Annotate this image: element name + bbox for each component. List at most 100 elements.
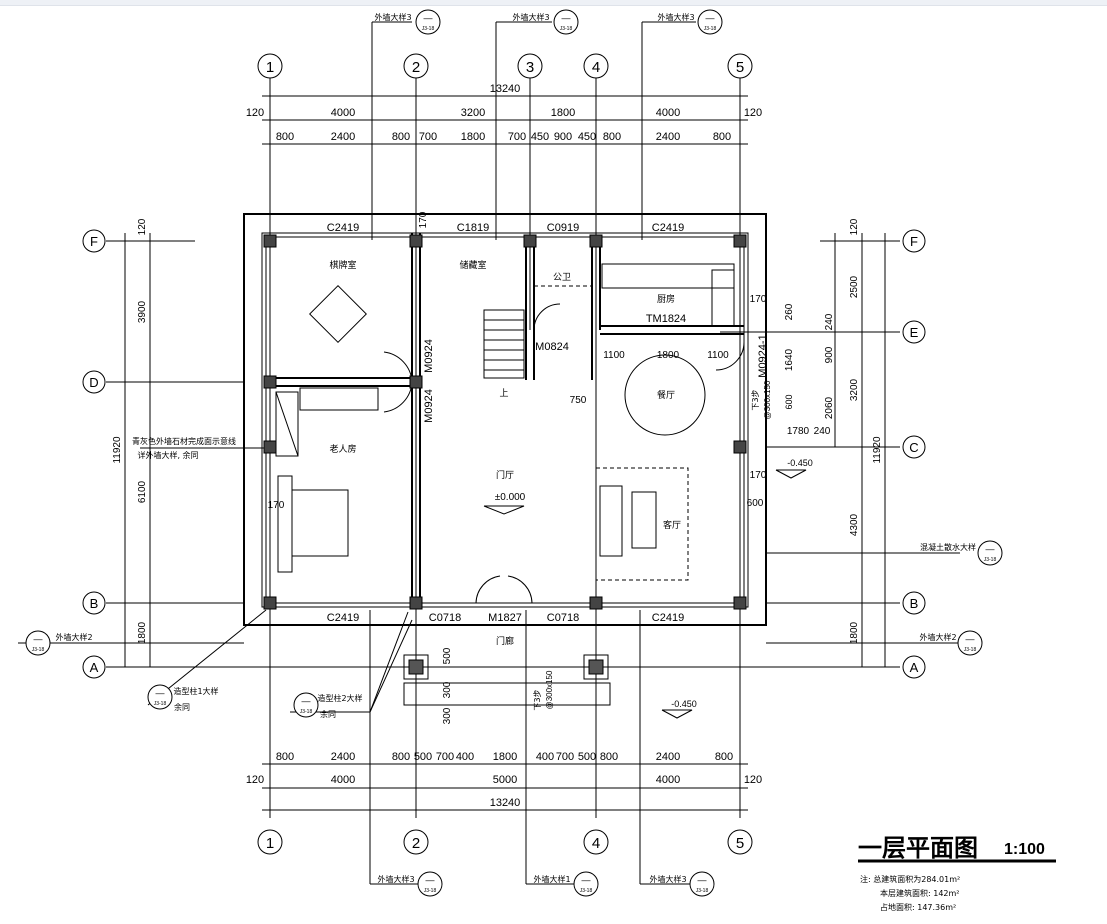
window-label: C2419: [327, 222, 359, 234]
callout-label: 造型柱2大样: [317, 693, 362, 703]
step-note: @300x150: [763, 380, 772, 419]
dining-table: [624, 354, 706, 436]
level-mark: -0.450: [671, 699, 697, 709]
callout-dash: —: [302, 696, 311, 706]
column: [733, 440, 747, 454]
room-label: 门厅: [496, 469, 514, 481]
callout-dash: —: [562, 13, 571, 23]
axis-label: 4: [592, 835, 600, 852]
dimension: 6100: [137, 480, 148, 503]
area-note: 占地面积: 147.36m²: [880, 902, 956, 912]
callout-ref: J3-18: [984, 557, 997, 563]
axis-label: 2: [412, 835, 420, 852]
dimension: 800: [715, 751, 733, 763]
dimension: 800: [276, 751, 294, 763]
axis-bubble-A-left: [82, 655, 106, 679]
inner-wall-outline: [261, 232, 749, 608]
callout-label: 外墙大样3: [377, 874, 414, 884]
column: [263, 375, 277, 389]
axis-bubble-F-left: [82, 229, 106, 253]
callout-dash: —: [156, 688, 165, 698]
callout-dash: —: [986, 544, 995, 554]
window-label: C0919: [547, 222, 579, 234]
level-mark: ±0.000: [495, 492, 526, 503]
axis-label: 4: [592, 59, 600, 76]
porch-step: [403, 682, 611, 706]
callout-dash: —: [698, 875, 707, 885]
axis-bubble-4-bottom: [583, 829, 609, 855]
kitchen-counter: [601, 263, 735, 289]
dimension: 3200: [849, 378, 860, 401]
dimension: 1100: [603, 350, 625, 361]
callout-ref: J3-18: [696, 888, 709, 894]
callout-ref: J3-18: [704, 26, 717, 32]
axis-bubble-5-top: [727, 53, 753, 79]
callout-ref: J3-18: [154, 701, 167, 707]
window-label: C2419: [652, 612, 684, 624]
dimension: 1780: [787, 426, 810, 437]
bed: [291, 489, 349, 557]
dimension: 170: [418, 211, 429, 228]
axis-bubble-2-bottom: [403, 829, 429, 855]
axis-label: 1: [266, 835, 274, 852]
axis-bubble-5-bottom: [727, 829, 753, 855]
dimension: 700: [508, 131, 526, 143]
column: [589, 596, 603, 610]
column: [263, 234, 277, 248]
axis-bubble-3-top: [517, 53, 543, 79]
dimension: 120: [849, 218, 860, 235]
room-label: 老人房: [329, 443, 356, 455]
column: [523, 234, 537, 248]
dimension: 800: [392, 131, 410, 143]
axis-label: 3: [526, 59, 534, 76]
top-strip: [0, 0, 1107, 6]
axis-bubble-D-left: [82, 370, 106, 394]
axis-bubble-B-right: [902, 591, 926, 615]
axis-label: D: [89, 375, 98, 390]
axis-label: B: [910, 596, 919, 611]
door-label: M0924-1: [757, 334, 769, 377]
column: [733, 596, 747, 610]
dimension: 800: [392, 751, 410, 763]
column: [409, 375, 423, 389]
dimension: 1800: [137, 621, 148, 644]
axis-label: F: [90, 234, 98, 249]
dimension: 800: [276, 131, 294, 143]
dimension: 120: [246, 774, 264, 786]
dimension: 700: [419, 131, 437, 143]
callout-ref: J3-18: [580, 888, 593, 894]
callout-ref: J3-18: [560, 26, 573, 32]
dimension: 170: [750, 470, 767, 481]
dimension: 2500: [849, 275, 860, 298]
callout-label: 外墙大样3: [649, 874, 686, 884]
window-label: C2419: [652, 222, 684, 234]
axis-bubble-E-right: [902, 320, 926, 344]
callout-label: 余同: [174, 702, 190, 712]
callout-label: 青灰色外墙石材完成面示意线: [132, 436, 236, 446]
dimension: 170: [268, 500, 285, 511]
dimension: 900: [824, 346, 835, 363]
dimension: 240: [814, 426, 831, 437]
column: [733, 234, 747, 248]
dimension: 4000: [656, 774, 680, 786]
door-label: M0824: [535, 341, 569, 353]
window-label: C2419: [327, 612, 359, 624]
dimension: 4000: [656, 107, 680, 119]
stair: [483, 309, 525, 379]
dimension: 2400: [331, 751, 355, 763]
dimension: 170: [750, 294, 767, 305]
column: [409, 596, 423, 610]
dimension: 2400: [656, 131, 680, 143]
callout-dash: —: [424, 13, 433, 23]
drawing-scale: 1:100: [1004, 841, 1045, 858]
column: [263, 596, 277, 610]
callout-dash: —: [582, 875, 591, 885]
column: [409, 234, 423, 248]
axis-label: 1: [266, 59, 274, 76]
axis-label: A: [90, 660, 99, 675]
axis-label: E: [910, 325, 919, 340]
callout-ref: J3-18: [300, 709, 313, 715]
dimension: 4000: [331, 107, 355, 119]
dimension: 120: [246, 107, 264, 119]
axis-label: 2: [412, 59, 420, 76]
